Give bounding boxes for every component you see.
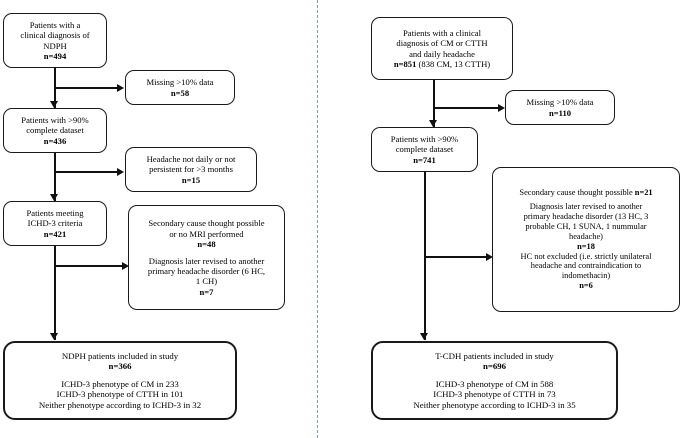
node-line: Patients with >90% (390, 134, 459, 145)
node-tcdh-complete-dataset: Patients with >90% complete dataset n=74… (371, 127, 478, 172)
node-line: HC not excluded (i.e. strictly unilatera… (520, 251, 652, 261)
node-count: n=494 (43, 50, 67, 61)
connector-horizontal (54, 171, 118, 173)
node-line: Secondary cause thought possible (148, 218, 265, 229)
connector-vertical (54, 246, 56, 340)
arrowhead-right (117, 167, 124, 176)
node-line: primary headache disorder (13 HC, 3 (523, 211, 649, 221)
node-count: n=436 (43, 135, 67, 146)
connector-horizontal (433, 107, 499, 109)
node-tcdh-final-included: T-CDH patients included in study n=696 I… (371, 341, 618, 420)
node-tcdh-exclusion-missing-data: Missing >10% data n=110 (505, 90, 615, 125)
node-line: complete dataset (395, 144, 454, 155)
node-line: ICHD-3 criteria (27, 218, 83, 229)
connector-horizontal (54, 265, 124, 267)
node-detail: Neither phenotype according to ICHD-3 in… (38, 399, 202, 410)
connector-horizontal (424, 256, 488, 258)
arrowhead-down (420, 333, 428, 340)
node-title: T-CDH patients included in study (435, 350, 554, 361)
node-tcdh-start: Patients with a clinical diagnosis of CM… (371, 17, 513, 80)
node-count: n=366 (108, 361, 132, 372)
node-title: NDPH patients included in study (61, 350, 179, 361)
node-count: n=48 (197, 238, 216, 249)
node-count: n=15 (181, 174, 201, 185)
node-ndph-exclusion-secondary-cause: Secondary cause thought possible or no M… (128, 205, 285, 310)
node-line: Patients with a (29, 20, 81, 31)
node-detail: ICHD-3 phenotype of CM in 588 (435, 379, 554, 390)
node-ndph-complete-dataset: Patients with >90% complete dataset n=43… (3, 108, 107, 153)
arrowhead-right (498, 103, 505, 112)
node-line: Secondary cause thought possible n=21 (519, 187, 653, 197)
node-ndph-final-included: NDPH patients included in study n=366 IC… (3, 341, 237, 420)
node-line: Missing >10% data (146, 77, 214, 88)
node-tcdh-exclusion-secondary-cause: Secondary cause thought possible n=21 Di… (492, 167, 680, 312)
node-line: Missing >10% data (526, 97, 594, 108)
node-line: persistent for >3 months (149, 164, 233, 175)
node-count: n=110 (548, 107, 572, 118)
connector-vertical (433, 80, 435, 127)
node-line: headache and contraindication to (530, 261, 642, 271)
node-line: headache) (569, 231, 603, 241)
node-line: 1 CH) (195, 276, 218, 287)
node-line: Patients with >90% (21, 115, 89, 126)
arrowhead-down (50, 333, 58, 340)
arrowhead-down (429, 120, 437, 127)
node-count: n=58 (170, 87, 190, 98)
arrowhead-right (122, 261, 129, 270)
connector-vertical (54, 153, 56, 201)
node-line: clinical diagnosis of (20, 30, 90, 41)
node-count: n=18 (577, 241, 595, 251)
node-line: Diagnosis later revised to another (529, 201, 643, 211)
arrowhead-down (50, 101, 58, 108)
node-count: n=696 (482, 361, 507, 372)
node-line: or no MRI performed (169, 228, 244, 239)
node-line: and daily headache (409, 48, 475, 59)
node-line: Patients meeting (26, 208, 84, 219)
arrowhead-right (486, 252, 493, 261)
node-line: indomethacin) (561, 271, 611, 281)
arrowhead-down (50, 194, 58, 201)
node-count: n=851 (838 CM, 13 CTTH) (393, 58, 491, 69)
node-detail: Neither phenotype according to ICHD-3 in… (413, 399, 576, 410)
node-line: primary headache disorder (6 HC, (147, 266, 266, 277)
node-detail: ICHD-3 phenotype of CTTH in 73 (433, 389, 556, 400)
node-line: Headache not daily or not (146, 154, 236, 165)
node-count: n=7 (199, 286, 214, 297)
node-detail: ICHD-3 phenotype of CM in 233 (61, 379, 179, 390)
connector-horizontal (54, 87, 118, 89)
node-count: n=6 (579, 281, 593, 291)
node-line: Diagnosis later revised to another (148, 256, 265, 267)
node-line: diagnosis of CM or CTTH (396, 38, 488, 49)
node-ndph-exclusion-missing-data: Missing >10% data n=58 (125, 70, 235, 105)
node-ndph-start: Patients with a clinical diagnosis of ND… (3, 13, 107, 68)
node-line: complete dataset (26, 125, 84, 136)
node-count: n=741 (413, 154, 436, 165)
node-detail: ICHD-3 phenotype of CTTH in 101 (56, 389, 184, 400)
node-line: NDPH (43, 40, 67, 51)
node-line: probable CH, 1 SUNA, 1 nummular (525, 221, 647, 231)
arrowhead-right (117, 83, 124, 92)
panel-divider (317, 0, 318, 438)
node-ndph-exclusion-not-daily: Headache not daily or not persistent for… (125, 147, 257, 192)
node-ndph-ichd3-criteria: Patients meeting ICHD-3 criteria n=421 (3, 201, 107, 246)
node-count: n=421 (43, 228, 67, 239)
node-line: Patients with a clinical (402, 28, 482, 39)
